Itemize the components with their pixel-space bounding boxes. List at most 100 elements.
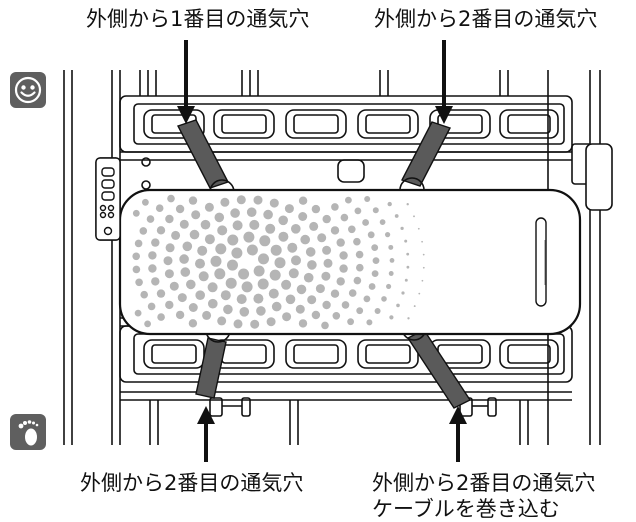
speaker-dot — [388, 244, 394, 250]
speaker-dot — [374, 308, 381, 314]
speaker-dot — [169, 281, 179, 291]
speaker-dot — [406, 265, 410, 269]
speaker-dot — [368, 283, 376, 290]
speaker-dot — [321, 321, 329, 330]
speaker-dot — [156, 226, 166, 235]
speaker-dot — [362, 219, 369, 226]
speaker-dot — [404, 278, 408, 282]
control-panel — [95, 157, 121, 241]
speaker-dot — [259, 235, 271, 247]
speaker-dot — [189, 229, 200, 240]
speaker-dot — [363, 295, 371, 303]
speaker-dot — [171, 230, 181, 240]
speaker-dot — [406, 203, 409, 206]
speaker-dot — [274, 257, 286, 269]
speaker-dot — [336, 277, 345, 286]
speaker-dot — [355, 250, 364, 259]
speaker-dot — [239, 307, 250, 317]
speaker-dot — [156, 289, 166, 298]
speaker-dot — [167, 194, 175, 203]
speaker-dot — [220, 197, 230, 207]
speaker-dot — [270, 244, 282, 256]
speaker-dot — [148, 264, 157, 273]
speaker-dot — [278, 215, 289, 226]
speaker-dot — [151, 238, 160, 247]
speaker-dot — [188, 319, 198, 328]
speaker-dot — [388, 271, 394, 276]
speaker-dot — [165, 300, 174, 310]
speaker-dot — [220, 290, 231, 301]
speaker-dot — [356, 307, 364, 315]
speaker-dot — [282, 312, 292, 322]
speaker-dot — [175, 310, 185, 320]
speaker-dot — [372, 207, 379, 214]
speaker-dot — [269, 269, 281, 281]
speaker-dot — [389, 258, 395, 263]
speaker-dot — [300, 234, 311, 245]
speaker-dot — [348, 225, 356, 234]
speaker-dot — [315, 284, 325, 294]
speaker-dot — [404, 239, 408, 243]
speaker-dot — [367, 231, 375, 239]
speaker-dot — [372, 257, 380, 264]
speaker-dot-pattern — [132, 194, 425, 330]
label-top-right: 外側から2番目の通気穴 — [374, 7, 598, 31]
speaker-dot — [223, 304, 233, 315]
speaker-dot — [250, 319, 260, 329]
speaker-dot — [249, 219, 260, 230]
speaker-dot — [331, 203, 339, 211]
speaker-dot — [298, 319, 308, 328]
speaker-dot — [266, 317, 276, 327]
speaker-dot — [132, 252, 140, 261]
speaker-dot — [238, 268, 250, 280]
speaker-dot — [268, 288, 279, 299]
speaker-dot — [322, 245, 332, 255]
speaker-dot — [353, 276, 362, 285]
speaker-dot — [163, 256, 173, 266]
speaker-dot — [198, 271, 209, 282]
speaker-dot — [148, 251, 157, 260]
speaker-dot — [232, 220, 243, 231]
speaker-dot — [284, 204, 294, 214]
speaker-dot — [134, 309, 142, 317]
speaker-dot — [422, 253, 425, 256]
speaker-dot — [151, 277, 160, 286]
speaker-dot — [144, 320, 152, 328]
speaker-dot — [231, 247, 243, 259]
speaker-dot — [330, 226, 340, 235]
speaker-dot — [381, 296, 387, 302]
speaker-dot — [258, 253, 269, 265]
speaker-dot — [256, 306, 266, 316]
speaker-dot — [182, 241, 193, 252]
speaker-dot — [417, 227, 420, 230]
speaker-dot — [389, 315, 394, 320]
speaker-dot — [227, 259, 238, 271]
speaker-dot — [179, 219, 189, 229]
speaker-dot — [246, 244, 258, 256]
speaker-dot — [214, 212, 225, 223]
speaker-dot — [371, 244, 379, 252]
speaker-dot — [322, 214, 331, 224]
speaker-dot — [208, 298, 218, 309]
label-bottom-left: 外側から2番目の通気穴 — [80, 471, 304, 495]
speaker-dot — [155, 204, 164, 212]
speaker-dot — [366, 319, 373, 326]
speaker-dot — [263, 209, 273, 220]
speaker-dot — [309, 221, 319, 231]
label-bottom-right-line2: ケーブルを巻き込む — [372, 497, 560, 521]
speaker-dot — [195, 290, 205, 301]
speaker-dot — [217, 225, 228, 236]
smiley-face-icon — [14, 76, 42, 104]
speaker-dot — [307, 295, 317, 305]
speaker-dot — [200, 219, 211, 230]
speaker-dot — [354, 207, 362, 215]
speaker-dot — [135, 278, 143, 287]
speaker-dot — [215, 243, 227, 255]
speaker-dot — [207, 282, 218, 293]
speaker-dot — [165, 243, 175, 253]
speaker-dot — [332, 312, 341, 320]
speaker-dot — [146, 215, 155, 223]
speaker-dot — [330, 289, 340, 298]
speaker-dot — [311, 204, 321, 214]
